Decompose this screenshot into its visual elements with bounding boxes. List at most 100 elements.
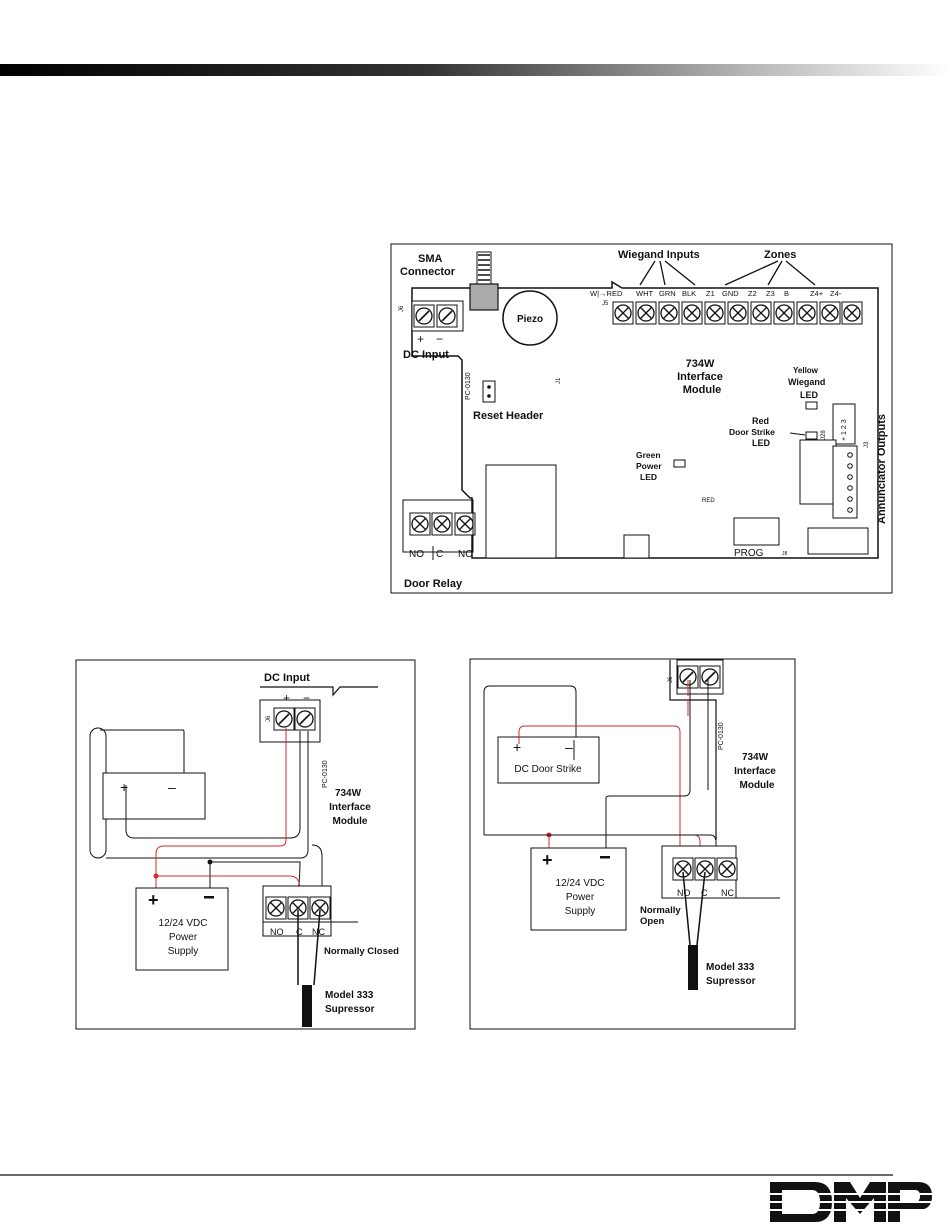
j6-label: J6 (399, 305, 405, 312)
sma-label-1: SMA (418, 253, 443, 265)
module-title-3: Module (683, 384, 722, 396)
header-bar (0, 64, 950, 76)
reset-header-label: Reset Header (473, 410, 544, 422)
left-module-2: Interface (329, 802, 371, 813)
right-ps-minus (600, 856, 610, 859)
right-module-2: Interface (734, 766, 776, 777)
small-chip (623, 534, 650, 559)
right-red-wire-1 (518, 725, 681, 868)
left-suppressor (302, 985, 312, 1027)
relay-no: NO (409, 549, 424, 560)
j5-label: J5 (602, 301, 609, 307)
green-led-label-1: Green (636, 450, 661, 460)
left-module-1: 734W (335, 788, 362, 799)
door-relay-frame (402, 499, 474, 553)
right-model-2: Supressor (706, 976, 756, 987)
right-power-supply (530, 847, 627, 931)
term-gnd: GND (722, 289, 739, 298)
right-strike-plus: + (513, 739, 521, 755)
red-led (805, 431, 818, 440)
term-grn: GRN (659, 289, 676, 298)
wiegand-inputs-label: Wiegand Inputs (618, 249, 700, 261)
reset-header (482, 380, 496, 403)
right-relay-nc: NC (721, 888, 734, 898)
right-door-strike-label: DC Door Strike (514, 764, 582, 775)
right-ps-plus: + (542, 850, 553, 870)
j8-label: J8 (782, 551, 788, 557)
yellow-led-label-2: Wiegand (788, 377, 825, 387)
left-power-supply (135, 887, 229, 971)
left-j6: J6 (266, 715, 272, 722)
annunciator-pins-circles (847, 452, 853, 513)
left-lock-wire-outline (100, 729, 185, 774)
left-relay-no: NO (270, 927, 284, 937)
right-lock-outline (483, 685, 577, 835)
right-suppressor (688, 945, 698, 990)
term-blk: BLK (682, 289, 696, 298)
left-minus: − (303, 691, 310, 705)
right-module-3: Module (740, 780, 775, 791)
term-z4p: Z4+ (810, 289, 824, 298)
term-b: B (784, 289, 789, 298)
module-frame (390, 243, 893, 594)
term-red: W|→RED (590, 289, 623, 298)
right-suppressor-leads (682, 871, 706, 946)
right-module-1: 734W (742, 752, 769, 763)
right-black-wire-1 (484, 834, 717, 868)
right-ps-line-3: Supply (565, 906, 596, 917)
annunciator-pins: + 1 2 3 (841, 419, 848, 441)
module-diagram: SMA Connector Wiegand Inputs Zones W|→RE… (390, 243, 893, 594)
prog-header (733, 517, 780, 546)
dmp-logo (768, 1182, 938, 1222)
left-suppressor-leads (297, 909, 321, 986)
minus-sign: − (436, 332, 443, 346)
plus-sign: + (417, 332, 424, 346)
dc-input-label: DC Input (403, 349, 449, 361)
left-ps-line-3: Supply (168, 946, 199, 957)
door-relay-label: Door Relay (404, 578, 463, 590)
term-z1: Z1 (706, 289, 715, 298)
callout-arrows (639, 260, 816, 286)
normally-closed-diagram: DC Input + − J6 PC-0130 734W Interface M… (75, 659, 416, 1030)
jumper-block (807, 527, 869, 555)
yellow-led-label-3: LED (800, 390, 819, 400)
term-z2: Z2 (748, 289, 757, 298)
right-normally-1: Normally (640, 905, 681, 916)
left-ps-line-1: 12/24 VDC (159, 918, 208, 929)
sma-label-2: Connector (400, 266, 456, 278)
left-ps-minus (204, 896, 214, 899)
j3-header (832, 403, 856, 445)
module-title-1: 734W (686, 358, 715, 370)
left-relay-c: C (296, 927, 303, 937)
door-relay-terminal (409, 512, 476, 536)
left-normally-closed: Normally Closed (324, 946, 399, 957)
dc-input-terminal (411, 300, 464, 332)
red-led-label-3: LED (752, 438, 771, 448)
right-black-wire-2 (605, 680, 691, 850)
input-terminal-block (612, 301, 863, 325)
red-led-label-2: Door Strike (729, 427, 775, 437)
j2-label: J28 (821, 430, 827, 440)
right-relay-c: C (701, 888, 708, 898)
sma-connector (469, 251, 499, 311)
red-led-label-1: Red (752, 416, 769, 426)
left-frame (75, 659, 416, 1030)
left-strike-minus: – (168, 779, 176, 795)
normally-open-diagram: J6 PC-0130 734W Interface Module + – DC … (469, 658, 796, 1030)
right-door-strike (497, 736, 600, 784)
left-black-wire-1 (125, 731, 301, 839)
left-plus: + (283, 691, 290, 705)
term-wht: WHT (636, 289, 653, 298)
left-door-strike (102, 772, 206, 820)
term-z3: Z3 (766, 289, 775, 298)
green-led-label-3: LED (640, 472, 657, 482)
j3-label: J3 (864, 441, 870, 448)
left-module-3: Module (333, 816, 368, 827)
left-black-wire-4 (311, 844, 323, 903)
red-led-arrow (789, 432, 806, 436)
yellow-led-label-1: Yellow (793, 366, 819, 375)
zones-label: Zones (764, 249, 796, 261)
left-model-1: Model 333 (325, 990, 374, 1001)
left-ps-plus: + (148, 890, 159, 910)
